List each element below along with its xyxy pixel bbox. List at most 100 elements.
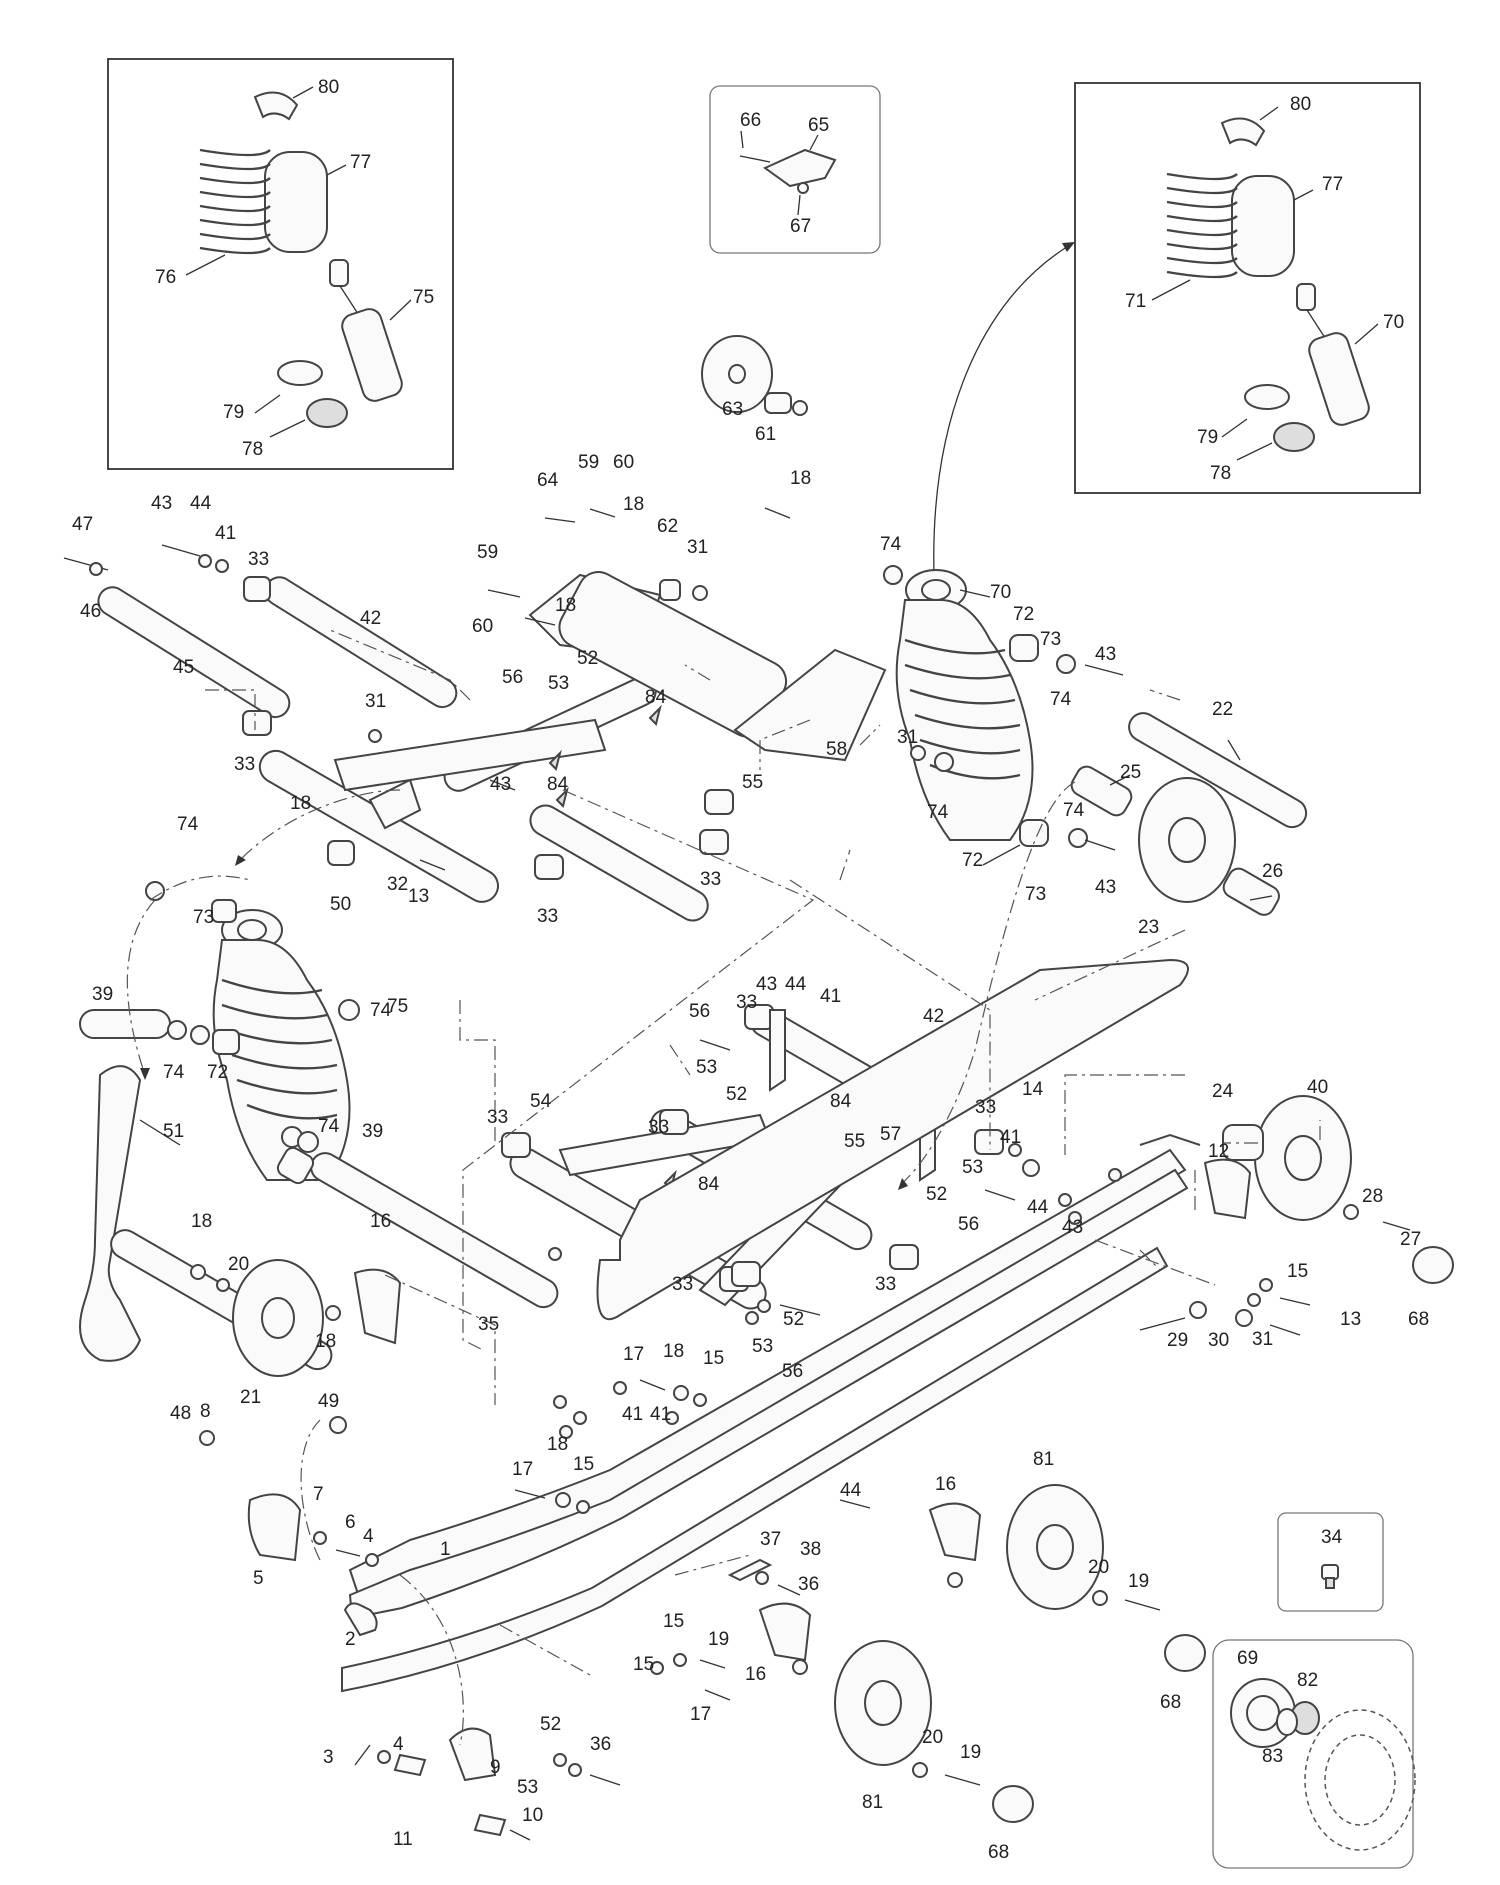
screw-6 — [335, 1549, 361, 1557]
bushing-33-e — [659, 1109, 689, 1135]
callout-17-c: 17 — [690, 1704, 711, 1725]
bolt-43-upper — [161, 544, 201, 557]
phantom-lines — [149, 629, 1321, 1676]
tip-block — [343, 1602, 378, 1637]
spring-71 — [1166, 172, 1238, 279]
bracket-16-b — [928, 1502, 982, 1562]
shaft-22 — [1128, 712, 1308, 829]
bolt-29 — [1139, 1317, 1186, 1331]
grease-84-c — [555, 786, 569, 808]
upper-center-brackets — [487, 335, 887, 808]
callout-39-b: 39 — [362, 1121, 383, 1142]
nut-14 — [1022, 1159, 1040, 1177]
callout-74-d: 74 — [1063, 800, 1085, 821]
callout-74-h: 74 — [318, 1116, 340, 1137]
cap-68-a — [1412, 1246, 1454, 1284]
callout-84-b: 84 — [547, 774, 569, 795]
bolt-19-c — [699, 1659, 726, 1669]
cap-68-b — [1164, 1634, 1206, 1672]
bolt-17-a — [704, 1689, 731, 1701]
shaft-42-upper — [264, 576, 458, 709]
screw-3 — [354, 1744, 371, 1766]
inset-fitting — [1277, 1512, 1384, 1612]
callout-44-c: 44 — [1027, 1197, 1049, 1218]
callout-52-b: 52 — [726, 1084, 747, 1105]
front-shock-75 — [79, 881, 360, 1181]
callout-73-c: 73 — [193, 907, 214, 928]
callout-59-a: 59 — [578, 452, 599, 473]
callout-33-g: 33 — [648, 1117, 669, 1138]
bolt-59-b — [487, 589, 521, 598]
nut-18-g — [673, 1385, 689, 1401]
callout-8: 8 — [200, 1401, 211, 1422]
bracket-12 — [1203, 1158, 1252, 1220]
washer-20-b — [1092, 1590, 1108, 1606]
clip-11-a — [393, 1753, 427, 1777]
callout-7: 7 — [313, 1484, 324, 1505]
callout-68-a: 68 — [1408, 1309, 1429, 1330]
inset-bearing — [1212, 1639, 1414, 1869]
callout-31-a: 31 — [365, 691, 386, 712]
callout-79-a: 79 — [223, 402, 244, 423]
callout-72-c: 72 — [207, 1062, 228, 1083]
callout-2: 2 — [345, 1629, 356, 1650]
callout-75-a: 75 — [413, 287, 434, 308]
slide-2 — [341, 1246, 1169, 1693]
callout-20-c: 20 — [922, 1727, 943, 1748]
callout-33-i: 33 — [672, 1274, 693, 1295]
callout-74-e: 74 — [177, 814, 199, 835]
nut-18-d — [947, 1572, 963, 1588]
callout-41-b: 41 — [820, 986, 841, 1007]
washer-15-c — [576, 1500, 590, 1514]
callout-33-f: 33 — [487, 1107, 508, 1128]
washer-74-d — [1068, 828, 1088, 848]
callout-4-b: 4 — [393, 1734, 404, 1755]
callout-72-a: 72 — [1013, 604, 1034, 625]
spring-76-left — [199, 148, 271, 255]
callout-41-e: 41 — [622, 1404, 643, 1425]
wheel-phantom — [1304, 1709, 1416, 1851]
bolt-56-b — [699, 1039, 731, 1051]
callout-13-b: 13 — [1340, 1309, 1361, 1330]
bracket-65 — [763, 148, 837, 188]
callout-58: 58 — [826, 739, 847, 760]
callout-17-b: 17 — [512, 1459, 533, 1480]
callout-64: 64 — [537, 470, 559, 491]
callout-31-b: 31 — [687, 537, 708, 558]
callout-15-a: 15 — [703, 1348, 724, 1369]
callout-41-a: 41 — [215, 523, 236, 544]
inset-right-parts — [1166, 117, 1370, 452]
callout-56-b: 56 — [689, 1001, 710, 1022]
callout-52-a: 52 — [577, 648, 598, 669]
callout-79-b: 79 — [1197, 427, 1218, 448]
callout-26: 26 — [1262, 861, 1283, 882]
callout-29: 29 — [1167, 1330, 1188, 1351]
callout-60-b: 60 — [472, 616, 493, 637]
callout-48: 48 — [170, 1403, 191, 1424]
callout-40: 40 — [1307, 1077, 1328, 1098]
grease-84-a — [548, 749, 562, 771]
nut-4-b — [377, 1750, 391, 1764]
callout-33-a: 33 — [248, 549, 269, 570]
callout-44-a: 44 — [190, 493, 212, 514]
callout-41-c: 41 — [1000, 1127, 1021, 1148]
callout-52-c: 52 — [926, 1184, 947, 1205]
sleeve-77-right — [1231, 175, 1295, 277]
callout-17-a: 17 — [623, 1344, 644, 1365]
callout-73-a: 73 — [1040, 629, 1061, 650]
callout-43-b: 43 — [490, 774, 511, 795]
washer-74-b — [1056, 654, 1076, 674]
callout-18-f: 18 — [790, 468, 811, 489]
bolt-10 — [509, 1829, 531, 1841]
nut-31-a — [368, 729, 382, 743]
spacer-61 — [764, 392, 792, 414]
callout-62: 62 — [657, 516, 678, 537]
inset-right-shock — [1074, 82, 1421, 494]
callout-28: 28 — [1362, 1186, 1383, 1207]
callout-56-d: 56 — [782, 1361, 803, 1382]
callout-80-a: 80 — [318, 77, 339, 98]
callout-32: 32 — [387, 874, 408, 895]
washer-7 — [313, 1531, 327, 1545]
callout-68-b: 68 — [1160, 1692, 1181, 1713]
callout-74-g: 74 — [163, 1062, 185, 1083]
